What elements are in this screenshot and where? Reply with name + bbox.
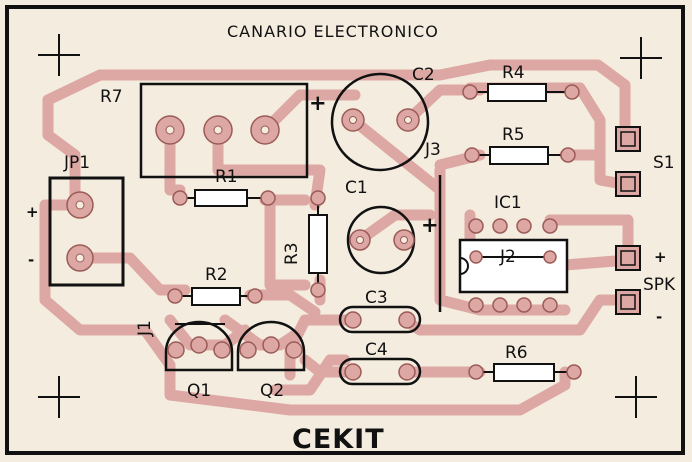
r3-label: R3 (282, 242, 302, 265)
r1-label: R1 (215, 167, 238, 187)
r2-resistor (167, 287, 263, 306)
r4-label: R4 (502, 63, 525, 83)
spk-minus-sign: - (656, 308, 662, 326)
r4-resistor (462, 83, 580, 102)
r5-label: R5 (502, 125, 525, 145)
q1-transistor (164, 320, 234, 372)
c1-label: C1 (345, 178, 368, 198)
c2-capacitor (330, 72, 430, 172)
registration-mark-bottom-left (38, 376, 80, 418)
r1-resistor (172, 189, 276, 207)
r7-potentiometer (139, 82, 309, 179)
jp1-connector (48, 176, 125, 287)
ic1-label: IC1 (494, 193, 522, 213)
r5-resistor (464, 146, 576, 165)
copper-traces (39, 59, 634, 416)
jp1-label: JP1 (63, 153, 90, 173)
r3-resistor (308, 190, 328, 298)
c3-capacitor (338, 305, 422, 334)
j2-label: J2 (499, 247, 516, 267)
c3-label: C3 (365, 288, 388, 308)
j1-label: J1 (135, 320, 155, 337)
r2-label: R2 (205, 265, 228, 285)
s1-pads (615, 126, 641, 197)
ic1-socket (458, 218, 569, 313)
r7-label: R7 (100, 87, 123, 107)
spk-label: SPK (643, 275, 676, 295)
q2-transistor (236, 320, 306, 372)
c2-label: C2 (412, 65, 435, 85)
jp1-plus-sign: + (26, 203, 39, 221)
registration-marks (38, 34, 662, 418)
q2-label: Q2 (260, 381, 284, 401)
board-outline (5, 5, 685, 455)
c2-plus-sign: + (309, 91, 327, 115)
s1-label: S1 (653, 153, 675, 173)
board-title: CANARIO ELECTRONICO (227, 22, 439, 41)
c4-label: C4 (365, 340, 388, 360)
c1-plus-sign: + (421, 213, 439, 237)
registration-mark-top-right (620, 37, 662, 79)
board-brand: CEKIT (292, 424, 385, 455)
registration-mark-top-left (38, 34, 80, 76)
j3-label: J3 (424, 140, 441, 160)
c4-capacitor (338, 357, 422, 386)
registration-mark-bottom-right (615, 376, 657, 418)
spk-pads (615, 245, 641, 315)
spk-plus-sign: + (654, 248, 667, 266)
r6-label: R6 (505, 343, 528, 363)
q1-label: Q1 (187, 381, 211, 401)
c1-capacitor (346, 205, 416, 275)
jp1-minus-sign: - (28, 251, 34, 269)
r6-resistor (468, 363, 582, 382)
